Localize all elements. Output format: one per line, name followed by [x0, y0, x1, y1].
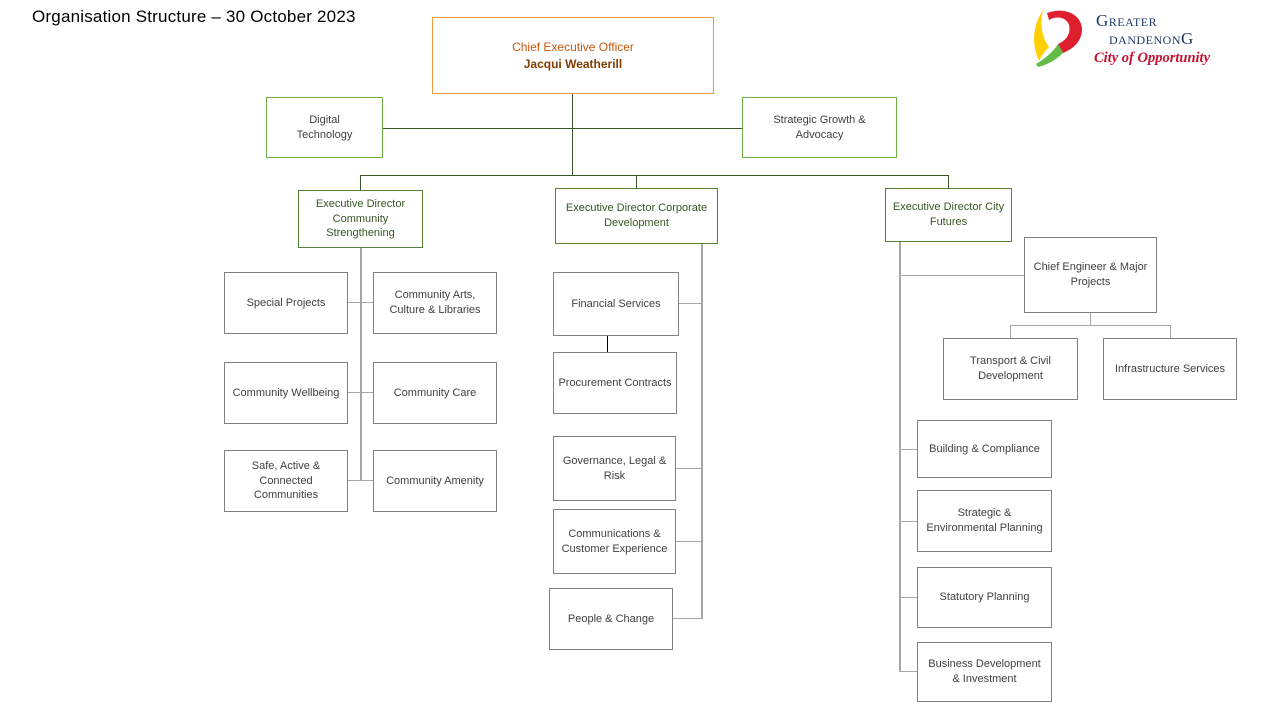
connector-line — [348, 392, 373, 393]
org-node-ed-city-futures: Executive Director City Futures — [885, 188, 1012, 242]
ceo-name-label: Jacqui Weatherill — [523, 56, 623, 71]
org-node-community-amenity: Community Amenity — [373, 450, 497, 512]
connector-line — [901, 597, 917, 598]
connector-line — [679, 303, 701, 304]
connector-line — [348, 480, 373, 481]
node-label: Special Projects — [246, 296, 326, 309]
org-node-chief-engineer-major-projects: Chief Engineer & Major Projects — [1024, 237, 1157, 313]
connector-line — [636, 175, 637, 188]
node-label: Safe, Active & Connected Communities — [251, 459, 321, 502]
connector-line — [348, 302, 373, 303]
connector-line — [901, 521, 917, 522]
node-label: Governance, Legal & Risk — [562, 454, 667, 482]
connector-line — [1010, 325, 1011, 338]
node-label: Transport & Civil Development — [970, 355, 1051, 382]
connector-line — [360, 175, 361, 190]
node-label: Strategic Growth & Advocacy — [773, 113, 866, 141]
ceo-role-label: Chief Executive Officer — [512, 40, 634, 55]
logo-name-line1: Greater — [1096, 11, 1158, 30]
logo-text: Greater dandenonG City of Opportunity — [1094, 11, 1226, 67]
node-label: Executive Director Corporate Development — [565, 202, 708, 229]
org-node-communications-customer-experience: Communications & Customer Experience — [553, 509, 676, 574]
org-node-financial-services: Financial Services — [553, 272, 679, 336]
node-label: Digital Technology — [296, 113, 353, 141]
org-node-community-care: Community Care — [373, 362, 497, 424]
org-node-procurement-contracts: Procurement Contracts — [553, 352, 677, 414]
logo-name-line2: dandenonG — [1109, 29, 1194, 48]
org-node-transport-civil-development: Transport & Civil Development — [943, 338, 1078, 400]
node-label: Infrastructure Services — [1114, 362, 1226, 375]
connector-line — [676, 468, 701, 469]
node-label: Business Development & Investment — [928, 658, 1041, 685]
org-node-people-change: People & Change — [549, 588, 673, 650]
org-node-ed-community-strengthening: Executive Director Community Strengtheni… — [298, 190, 423, 248]
org-node-special-projects: Special Projects — [224, 272, 348, 334]
org-node-strategic-environmental-planning: Strategic & Environmental Planning — [917, 490, 1052, 552]
connector-line — [901, 449, 917, 450]
connector-line — [360, 248, 362, 481]
connector-line — [1010, 325, 1170, 326]
connector-line — [1090, 313, 1091, 325]
node-label: Procurement Contracts — [558, 376, 672, 389]
connector-line — [1170, 325, 1171, 338]
node-label: Communications & Customer Experience — [561, 527, 668, 555]
connector-line — [701, 244, 703, 619]
org-node-statutory-planning: Statutory Planning — [917, 567, 1052, 628]
connector-line — [899, 242, 901, 672]
logo: Greater dandenonG City of Opportunity — [1026, 8, 1226, 72]
node-label: Executive Director Community Strengtheni… — [315, 197, 406, 240]
node-label: Community Amenity — [386, 474, 484, 487]
org-node-community-arts-culture-libraries: Community Arts, Culture & Libraries — [373, 272, 497, 334]
org-node-infrastructure-services: Infrastructure Services — [1103, 338, 1237, 400]
node-label: Strategic & Environmental Planning — [926, 507, 1043, 534]
node-label: Building & Compliance — [929, 442, 1040, 455]
connector-line — [676, 541, 701, 542]
org-node-ed-corporate-development: Executive Director Corporate Development — [555, 188, 718, 244]
connector-line — [607, 336, 608, 352]
connector-line — [901, 275, 1024, 276]
logo-tagline: City of Opportunity — [1094, 50, 1211, 66]
node-label: Community Wellbeing — [232, 386, 340, 399]
org-node-governance-legal-risk: Governance, Legal & Risk — [553, 436, 676, 501]
node-label: Executive Director City Futures — [892, 201, 1005, 228]
org-node-community-wellbeing: Community Wellbeing — [224, 362, 348, 424]
connector-line — [673, 618, 701, 619]
org-node-building-compliance: Building & Compliance — [917, 420, 1052, 478]
org-node-safe-active-connected-communities: Safe, Active & Connected Communities — [224, 450, 348, 512]
connector-line — [572, 94, 573, 176]
connector-line — [383, 128, 742, 129]
page-title: Organisation Structure – 30 October 2023 — [32, 7, 356, 26]
node-label: Community Care — [393, 386, 477, 399]
node-label: Community Arts, Culture & Libraries — [389, 289, 481, 316]
org-node-digital-technology: Digital Technology — [266, 97, 383, 158]
org-node-strategic-growth-advocacy: Strategic Growth & Advocacy — [742, 97, 897, 158]
logo-mark-icon — [1034, 10, 1083, 67]
node-label: Financial Services — [571, 297, 661, 310]
node-label: People & Change — [567, 612, 655, 625]
org-node-ceo: Chief Executive Officer Jacqui Weatheril… — [432, 17, 714, 94]
node-label: Statutory Planning — [939, 591, 1030, 604]
org-node-business-development-investment: Business Development & Investment — [917, 642, 1052, 702]
connector-line — [360, 175, 949, 176]
node-label: Chief Engineer & Major Projects — [1033, 261, 1148, 288]
connector-line — [948, 175, 949, 188]
connector-line — [901, 671, 917, 672]
